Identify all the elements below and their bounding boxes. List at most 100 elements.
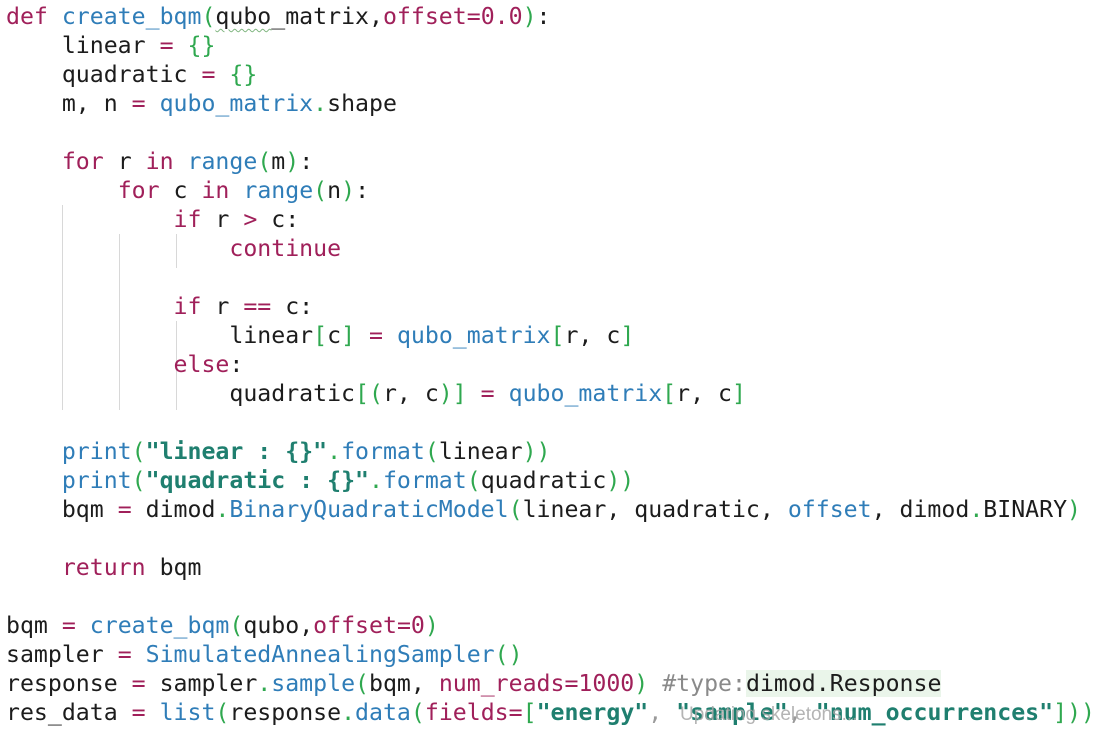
code-lines: def create_bqm(qubo_matrix,offset=0.0): … [6, 2, 1102, 727]
code-token [215, 61, 229, 88]
code-line[interactable]: else: [6, 350, 1102, 379]
code-token: )] [438, 380, 467, 407]
code-token: = [61, 612, 76, 639]
code-token: 0.0 [480, 3, 523, 30]
code-token [6, 206, 174, 233]
code-line[interactable]: res_data = list(response.data(fields=["e… [6, 698, 1102, 727]
code-token: for [117, 177, 160, 204]
code-token: quadratic [480, 467, 607, 494]
status-overlay-text: Updating skeletons... [680, 704, 858, 725]
code-token: , [648, 699, 677, 726]
code-token: [( [355, 380, 383, 407]
code-token: . [313, 90, 328, 117]
code-token: , dimod [871, 496, 970, 523]
code-token: linear [6, 32, 160, 59]
code-token [132, 641, 146, 668]
code-token: m, n [6, 90, 132, 117]
code-line[interactable]: sampler = SimulatedAnnealingSampler() [6, 640, 1102, 669]
code-token: . [369, 467, 383, 494]
code-line[interactable]: bqm = create_bqm(qubo,offset=0) [6, 611, 1102, 640]
code-token: . [969, 496, 984, 523]
code-line[interactable]: quadratic[(r, c)] = qubo_matrix[r, c] [6, 379, 1102, 408]
code-token: m [271, 148, 286, 175]
code-token: r [201, 293, 244, 320]
code-line[interactable]: m, n = qubo_matrix.shape [6, 89, 1102, 118]
code-line[interactable]: continue [6, 234, 1102, 263]
code-token: r [103, 148, 146, 175]
code-line[interactable] [6, 263, 1102, 292]
code-line[interactable]: if r == c: [6, 292, 1102, 321]
code-line[interactable] [6, 118, 1102, 147]
code-token: ( [215, 699, 230, 726]
code-token: list [159, 699, 216, 726]
code-token [76, 612, 90, 639]
code-token: ] [341, 322, 356, 349]
code-token: sampler [6, 641, 118, 668]
code-token: offset [313, 612, 397, 639]
code-token: )) [522, 438, 551, 465]
code-token [6, 467, 62, 494]
code-token: = [131, 699, 146, 726]
code-token: else [173, 351, 230, 378]
code-line[interactable]: print("quadratic : {}".format(quadratic)… [6, 466, 1102, 495]
code-line[interactable]: response = sampler.sample(bqm, num_reads… [6, 669, 1102, 698]
code-token: shape [327, 90, 397, 117]
code-token: [ [550, 322, 565, 349]
code-token: print [61, 467, 132, 494]
code-line[interactable]: def create_bqm(qubo_matrix,offset=0.0): [6, 2, 1102, 31]
code-token: 1000 [578, 670, 635, 697]
code-line[interactable]: bqm = dimod.BinaryQuadraticModel(linear,… [6, 495, 1102, 524]
code-token: linear [438, 438, 523, 465]
code-token [6, 438, 62, 465]
code-token: c [327, 322, 342, 349]
code-line[interactable] [6, 582, 1102, 611]
code-line[interactable]: for r in range(m): [6, 147, 1102, 176]
code-token [495, 380, 509, 407]
code-token: if [173, 206, 202, 233]
code-token: create_bqm [89, 612, 230, 639]
code-token: > [243, 206, 258, 233]
code-token: n [327, 177, 342, 204]
code-token [6, 235, 229, 262]
code-line[interactable]: if r > c: [6, 205, 1102, 234]
code-editor[interactable]: def create_bqm(qubo_matrix,offset=0.0): … [6, 2, 1102, 730]
code-token: = [159, 32, 174, 59]
code-token: linear [6, 322, 314, 349]
code-token: 0 [410, 612, 425, 639]
code-line[interactable]: linear = {} [6, 31, 1102, 60]
code-token: bqm, [369, 670, 439, 697]
code-token: format [382, 467, 467, 494]
code-token: = [117, 496, 132, 523]
code-line[interactable]: print("linear : {}".format(linear)) [6, 437, 1102, 466]
code-token: ) [522, 3, 537, 30]
code-line[interactable]: for c in range(n): [6, 176, 1102, 205]
code-token: : [536, 3, 551, 30]
code-token: : [355, 177, 370, 204]
code-token: c: [257, 206, 300, 233]
code-token: print [61, 438, 132, 465]
code-token: . [341, 699, 356, 726]
code-line[interactable] [6, 524, 1102, 553]
code-token: ( [131, 467, 146, 494]
indent-guide [176, 321, 177, 410]
code-line[interactable]: linear[c] = qubo_matrix[r, c] [6, 321, 1102, 350]
code-token: return [61, 554, 146, 581]
code-token: r, c [382, 380, 439, 407]
code-token [6, 351, 174, 378]
code-token [6, 293, 174, 320]
code-line[interactable]: return bqm [6, 553, 1102, 582]
code-token: c [159, 177, 202, 204]
code-token: ) [341, 177, 356, 204]
code-token [229, 177, 243, 204]
code-token [174, 148, 188, 175]
code-line[interactable] [6, 408, 1102, 437]
code-token [6, 148, 62, 175]
code-token: bqm [6, 612, 62, 639]
code-token: def [6, 3, 62, 30]
code-token: : [299, 148, 314, 175]
code-token: "quadratic : {}" [145, 467, 369, 494]
code-token: = [564, 670, 579, 697]
code-token: ) [634, 670, 649, 697]
code-token: if [173, 293, 202, 320]
code-line[interactable]: quadratic = {} [6, 60, 1102, 89]
